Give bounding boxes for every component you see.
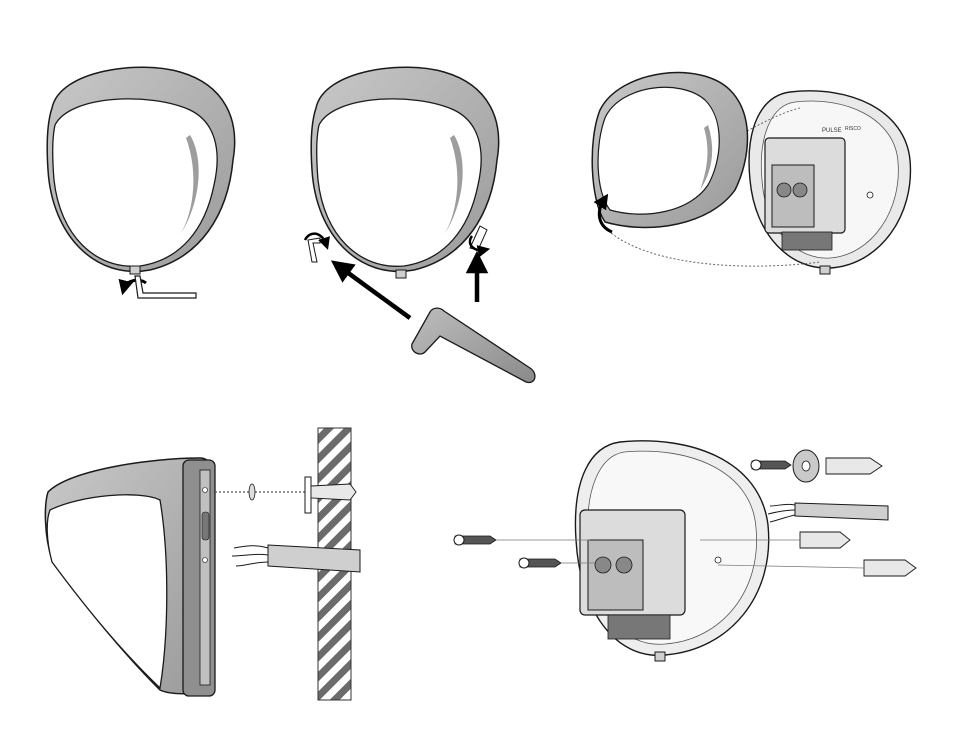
step-1-detector — [47, 67, 234, 298]
bottom-screw — [655, 652, 665, 661]
step-4-side-view — [45, 428, 360, 700]
screw-head — [519, 558, 529, 568]
bottom-screw — [396, 270, 406, 278]
mounting-hole — [867, 192, 873, 198]
screw-head — [751, 460, 761, 470]
wall-plug-icon — [800, 532, 850, 548]
pir-lens-holder — [772, 165, 814, 227]
mounting-hole — [203, 488, 208, 493]
cable-icon — [268, 545, 360, 572]
pir-sensor — [777, 183, 791, 197]
detector-lens-side — [47, 495, 167, 688]
step-3-open: PULSE RISCO — [592, 73, 910, 274]
bottom-screw — [820, 266, 830, 274]
module-bottom — [782, 232, 832, 250]
hex-key-icon — [308, 238, 320, 262]
module-bottom — [608, 615, 670, 639]
base-edge — [200, 470, 210, 685]
cable-icon — [795, 503, 888, 520]
base-brand-plate: RISCO — [845, 126, 861, 132]
screw-head — [454, 535, 464, 545]
cable-wire — [234, 546, 268, 548]
wall-plug-icon — [305, 477, 311, 513]
cable-wire — [232, 554, 268, 556]
step-5-exploded — [454, 441, 916, 661]
cable-wire — [770, 504, 795, 506]
step-2-detector — [305, 67, 535, 382]
rotate-arrow-icon — [124, 280, 146, 288]
cable-wire — [768, 510, 795, 514]
pir-lens-holder — [588, 540, 643, 610]
mounting-hole — [715, 557, 721, 563]
washer-icon — [802, 461, 810, 471]
base-top-marking: PULSE — [822, 128, 842, 134]
pir-sensor — [793, 183, 807, 197]
cable-wire — [770, 515, 795, 522]
wall-plug-icon — [864, 560, 916, 576]
cable-wire — [236, 562, 268, 566]
bottom-screw — [130, 266, 140, 274]
hex-key-icon — [412, 308, 535, 382]
wall-plug-icon — [826, 458, 882, 474]
pir-sensor — [616, 557, 632, 573]
hex-key-icon — [135, 276, 196, 298]
pir-sensor — [595, 557, 611, 573]
washer-icon — [249, 484, 255, 500]
cable-entry — [202, 512, 209, 540]
wall-plug-icon — [311, 484, 356, 500]
mounting-hole — [203, 558, 208, 563]
